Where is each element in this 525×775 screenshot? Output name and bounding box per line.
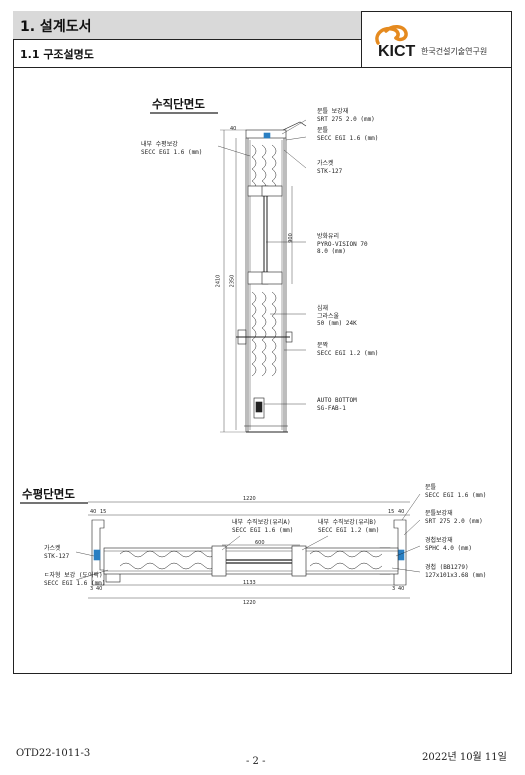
document-subtitle: 1.1 구조설명도 <box>20 48 94 61</box>
dim-h-left-top: 40 <box>90 509 97 515</box>
logo-org-name: 한국건설기술연구원 <box>421 47 488 56</box>
label-h-frame: 문틀 SECC EGI 1.6 (mm) <box>425 484 487 499</box>
label-h-gasket: 가스켓 STK-127 <box>44 545 70 560</box>
dim-h-right-bottom: 3 <box>392 586 396 592</box>
dim-top: 40 <box>230 126 237 132</box>
label-h-frame-reinforce: 문틀보강재 SRT 275 2.0 (mm) <box>425 510 483 525</box>
horizontal-section-title: 수평단면도 <box>22 487 75 501</box>
dim-h-glass: 600 <box>255 540 265 546</box>
vertical-section-title: 수직단면도 <box>152 97 205 111</box>
dim-h-left-bottom2: 40 <box>96 586 103 592</box>
dim-h-left-top2: 15 <box>100 509 107 515</box>
footer-doc-no: OTD22-1011-3 <box>16 748 91 759</box>
dim-h-overall-bottom: 1220 <box>243 600 256 606</box>
label-glass: 방화유리 PYRO-VISION 70 8.0 (mm) <box>317 233 368 255</box>
label-gasket: 가스켓 STK-127 <box>317 160 343 175</box>
dim-h-inner: 1133 <box>243 580 256 586</box>
dim-total: 2410 <box>215 274 222 288</box>
label-frame: 문틀 SECC EGI 1.6 (mm) <box>317 127 379 142</box>
label-core: 심재 그라스울 50 (mm) 24K <box>317 305 357 327</box>
footer-page: - 2 - <box>246 756 266 767</box>
dim-h-left-bottom: 3 <box>90 586 94 592</box>
logo-text: KICT <box>378 43 416 60</box>
label-auto-bottom: AUTO BOTTOM SG-FAB-1 <box>317 397 357 412</box>
label-h-glass-reinforce-a: 내부 수직보강(유리A) SECC EGI 1.6 (mm) <box>232 519 294 534</box>
dim-h-right-bottom2: 40 <box>398 586 405 592</box>
kict-logo-icon <box>375 25 408 45</box>
dim-glass-height: 900 <box>287 233 294 243</box>
dim-leaf-height: 2350 <box>229 274 236 288</box>
dim-h-overall-top: 1220 <box>243 496 256 502</box>
header-title-bar: 1. 설계도서 <box>13 11 361 40</box>
header-logo-area: KICT 한국건설기술연구원 <box>362 11 512 68</box>
label-h-glass-reinforce-b: 내부 수직보강(유리B) SECC EGI 1.2 (mm) <box>318 519 380 534</box>
label-h-anchor-reinforce: 경첩보강재 SPHC 4.0 (mm) <box>425 537 472 552</box>
header-left: 1. 설계도서 1.1 구조설명도 <box>13 11 362 68</box>
label-leaf: 문짝 SECC EGI 1.2 (mm) <box>317 342 379 357</box>
dim-h-right-top: 15 <box>388 509 395 515</box>
label-h-hinge: 경첩 (BB1279) 127x101x3.68 (mm) <box>425 564 487 579</box>
label-inner-reinforce: 내부 수평보강 SECC EGI 1.6 (mm) <box>141 141 203 156</box>
footer-date: 2022년 10월 11일 <box>422 752 507 763</box>
dim-h-right-top2: 40 <box>398 509 405 515</box>
document-title: 1. 설계도서 <box>20 19 92 35</box>
label-frame-reinforce: 문틀 보강재 SRT 275 2.0 (mm) <box>317 108 375 123</box>
label-h-vertical-reinforce: ㄷ자형 보강 (도어락) SECC EGI 1.6 (mm) <box>44 572 106 587</box>
